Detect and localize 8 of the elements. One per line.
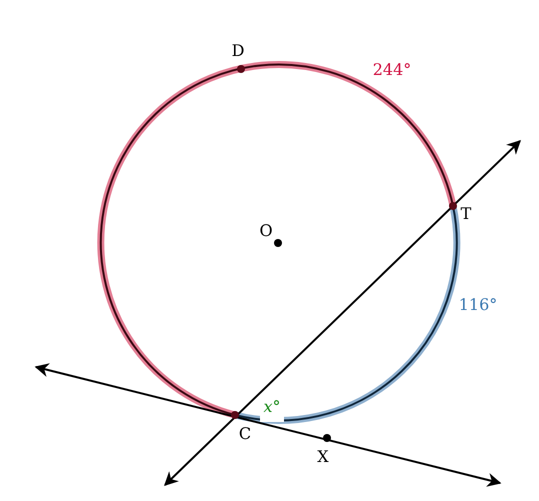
point-label: T <box>460 205 472 223</box>
point-label: X <box>317 448 329 466</box>
angle-label: x° <box>263 398 281 416</box>
point-label: D <box>232 42 244 60</box>
arc-measure: 116° <box>458 296 498 314</box>
point-label: O <box>259 222 273 240</box>
arc-measure: 244° <box>372 61 412 79</box>
point-label: C <box>238 425 252 443</box>
